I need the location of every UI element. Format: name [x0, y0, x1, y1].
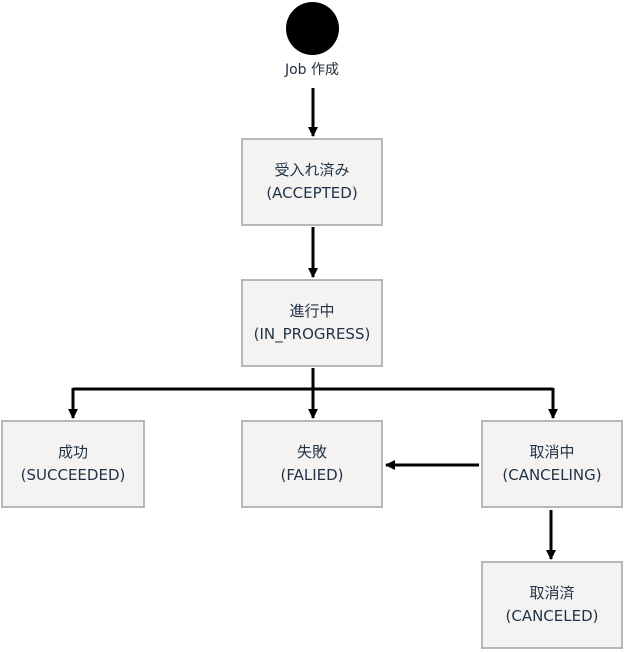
state-accepted: 受入れ済み (ACCEPTED) [241, 138, 383, 226]
state-code: (IN_PROGRESS) [253, 325, 371, 343]
state-name: 成功 [57, 443, 88, 461]
state-code: (ACCEPTED) [266, 184, 358, 202]
state-name: 取消中 [529, 443, 575, 461]
state-name: 取消済 [529, 584, 575, 602]
state-canceling: 取消中 (CANCELING) [481, 420, 623, 508]
state-name: 失敗 [296, 443, 327, 461]
state-name: 受入れ済み [274, 161, 350, 179]
state-failed: 失敗 (FALIED) [241, 420, 383, 508]
start-node [286, 2, 339, 55]
state-name: 進行中 [289, 302, 335, 320]
state-code: (CANCELING) [502, 466, 602, 484]
state-code: (CANCELED) [505, 607, 599, 625]
start-label: Job 作成 [284, 62, 340, 78]
state-code: (SUCCEEDED) [20, 466, 126, 484]
state-canceled: 取消済 (CANCELED) [481, 561, 623, 649]
state-succeeded: 成功 (SUCCEEDED) [1, 420, 145, 508]
state-in-progress: 進行中 (IN_PROGRESS) [241, 279, 383, 367]
state-code: (FALIED) [280, 466, 344, 484]
